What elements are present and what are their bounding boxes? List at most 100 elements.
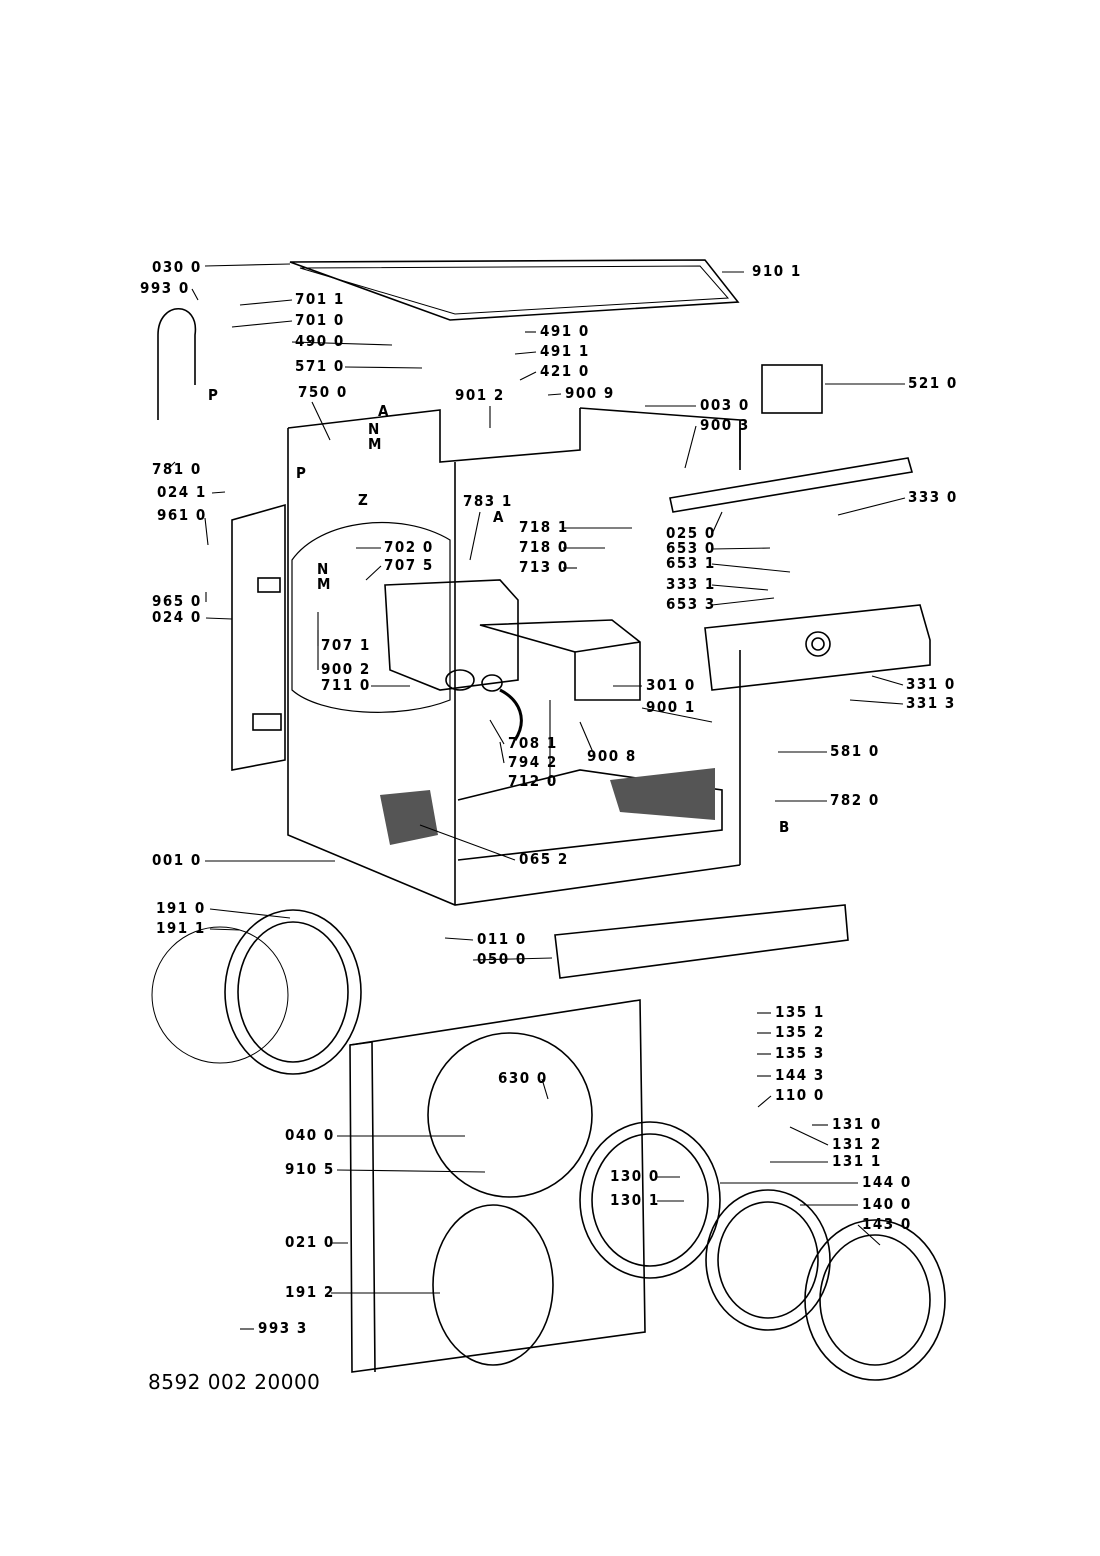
front-panel bbox=[349, 999, 646, 1373]
plinth bbox=[554, 904, 849, 979]
part-number-label: 910 5 bbox=[285, 1160, 335, 1178]
inlet-hose bbox=[157, 308, 197, 420]
part-number-label: 024 0 bbox=[152, 608, 202, 626]
rear-panel bbox=[231, 503, 286, 771]
part-number-label: 040 0 bbox=[285, 1126, 335, 1144]
part-number-label: 331 0 bbox=[906, 675, 956, 693]
part-number-label: 110 0 bbox=[775, 1086, 825, 1104]
leader-line bbox=[837, 497, 906, 516]
leader-line bbox=[711, 584, 769, 591]
part-number-label: 490 0 bbox=[295, 332, 345, 350]
leader-line bbox=[419, 824, 516, 861]
part-number-label: 135 3 bbox=[775, 1044, 825, 1062]
leader-line bbox=[641, 707, 713, 723]
leader-line bbox=[365, 565, 382, 581]
part-number-label: 491 0 bbox=[540, 322, 590, 340]
leader-line bbox=[311, 401, 331, 441]
upper-right-module bbox=[761, 364, 823, 414]
part-number-label: 571 0 bbox=[295, 357, 345, 375]
part-number-label: 135 1 bbox=[775, 1003, 825, 1021]
part-number-label: 708 1 bbox=[508, 734, 558, 752]
part-number-label: 901 2 bbox=[455, 386, 505, 404]
leader-line bbox=[291, 341, 393, 346]
marker-letter: N bbox=[317, 560, 330, 578]
leader-line bbox=[239, 299, 293, 306]
part-number-label: 025 0 bbox=[666, 524, 716, 542]
part-number-label: 711 0 bbox=[321, 676, 371, 694]
part-number-label: 521 0 bbox=[908, 374, 958, 392]
part-number-label: 581 0 bbox=[830, 742, 880, 760]
door-assembly bbox=[579, 1121, 946, 1381]
part-number-label: 900 3 bbox=[700, 416, 750, 434]
padding-patches bbox=[380, 768, 715, 845]
part-number-label: 782 0 bbox=[830, 791, 880, 809]
part-number-label: 191 1 bbox=[156, 919, 206, 937]
door-seal bbox=[151, 909, 362, 1075]
part-number-label: 900 9 bbox=[565, 384, 615, 402]
part-number-label: 781 0 bbox=[152, 460, 202, 478]
part-number-label: 333 0 bbox=[908, 488, 958, 506]
leader-line bbox=[167, 461, 176, 470]
leader-lines bbox=[167, 263, 906, 1330]
leader-line bbox=[344, 366, 423, 369]
part-number-label: 140 0 bbox=[862, 1195, 912, 1213]
detergent-drawer bbox=[384, 579, 641, 741]
part-number-label: 130 0 bbox=[610, 1167, 660, 1185]
leader-line bbox=[211, 491, 226, 494]
leader-line bbox=[579, 721, 596, 758]
part-number-label: 131 0 bbox=[832, 1115, 882, 1133]
part-number-label: 713 0 bbox=[519, 558, 569, 576]
part-number-label: 065 2 bbox=[519, 850, 569, 868]
marker-letter: Z bbox=[358, 491, 369, 509]
part-number-label: 707 1 bbox=[321, 636, 371, 654]
part-number-label: 910 1 bbox=[752, 262, 802, 280]
leader-line bbox=[711, 547, 771, 550]
part-number-label: 900 8 bbox=[587, 747, 637, 765]
marker-letter: M bbox=[317, 575, 332, 593]
leader-line bbox=[204, 517, 209, 546]
part-number-label: 707 5 bbox=[384, 556, 434, 574]
leader-line bbox=[444, 937, 474, 941]
leader-line bbox=[684, 425, 697, 469]
part-number-label: 050 0 bbox=[477, 950, 527, 968]
leader-line bbox=[514, 351, 537, 355]
part-number-label: 718 0 bbox=[519, 538, 569, 556]
diagram-code: 8592 002 20000 bbox=[148, 1370, 321, 1394]
part-number-label: 001 0 bbox=[152, 851, 202, 869]
leader-line bbox=[472, 957, 553, 961]
part-number-label: 131 1 bbox=[832, 1152, 882, 1170]
part-number-label: 701 0 bbox=[295, 311, 345, 329]
part-number-label: 653 0 bbox=[666, 539, 716, 557]
leader-line bbox=[209, 908, 291, 919]
part-number-label: 131 2 bbox=[832, 1135, 882, 1153]
cabinet-outline-shade bbox=[291, 522, 451, 713]
part-number-label: 144 3 bbox=[775, 1066, 825, 1084]
part-number-label: 130 1 bbox=[610, 1191, 660, 1209]
part-number-label: 750 0 bbox=[298, 383, 348, 401]
marker-letter: A bbox=[493, 508, 505, 526]
marker-letter: B bbox=[779, 818, 791, 836]
cabinet-body bbox=[287, 407, 741, 906]
leader-line bbox=[205, 617, 233, 620]
leader-line bbox=[871, 675, 904, 686]
marker-letter: N bbox=[368, 420, 381, 438]
marker-letter: A bbox=[378, 402, 390, 420]
part-number-label: 301 0 bbox=[646, 676, 696, 694]
part-number-label: 491 1 bbox=[540, 342, 590, 360]
leader-line bbox=[231, 320, 293, 328]
leader-line bbox=[711, 511, 723, 535]
part-number-label: 993 0 bbox=[140, 279, 190, 297]
part-number-label: 653 3 bbox=[666, 595, 716, 613]
part-number-label: 653 1 bbox=[666, 554, 716, 572]
leader-line bbox=[541, 1078, 549, 1100]
part-number-label: 030 0 bbox=[152, 258, 202, 276]
part-number-label: 702 0 bbox=[384, 538, 434, 556]
part-number-label: 794 2 bbox=[508, 753, 558, 771]
part-number-label: 333 1 bbox=[666, 575, 716, 593]
part-number-label: 003 0 bbox=[700, 396, 750, 414]
leader-line bbox=[857, 1224, 881, 1246]
part-number-label: 331 3 bbox=[906, 694, 956, 712]
